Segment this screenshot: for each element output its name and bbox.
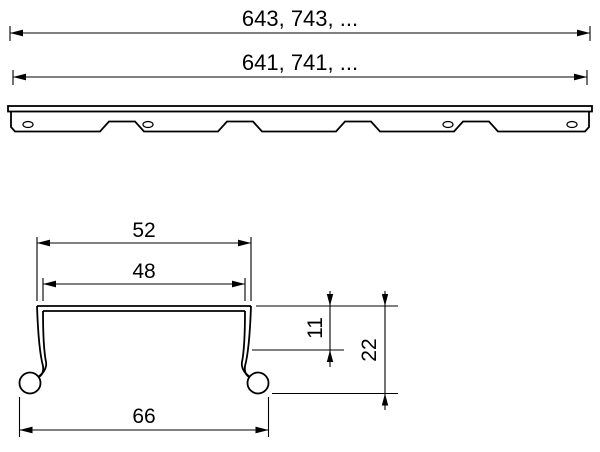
profile-left-foot-curl (18, 371, 42, 395)
arrowhead-right (255, 426, 269, 434)
section-view (18, 305, 270, 395)
arrowhead-left (13, 73, 26, 81)
dimension-inner-width-label: 48 (132, 260, 155, 283)
arrowhead-left (19, 426, 33, 434)
arrowhead-down (381, 294, 389, 306)
dimension-foot-width-label: 66 (132, 405, 155, 428)
dimension-overall-length: 643, 743, ... (9, 6, 591, 41)
arrowhead-left (10, 29, 23, 37)
profile-left-wall-inner (37, 310, 48, 378)
arrowhead-down (326, 294, 334, 306)
side-view-cover-plate (7, 105, 593, 113)
dimension-foot-width: 66 (18, 397, 270, 437)
dimension-flange-height: 11 (252, 291, 398, 367)
side-view (7, 105, 593, 133)
dimension-overall-length-label: 643, 743, ... (242, 6, 358, 31)
oval-slot (142, 120, 154, 129)
profile-right-foot-curl (246, 371, 270, 395)
dimension-total-height-label: 22 (358, 338, 381, 361)
oval-slot (566, 120, 578, 129)
side-view-support-rail (10, 111, 590, 133)
dimension-body-length-label: 641, 741, ... (242, 50, 358, 75)
dimension-outer-width-label: 52 (132, 219, 155, 242)
dimension-outer-width: 52 (36, 219, 252, 301)
dimension-body-length: 641, 741, ... (12, 50, 588, 85)
arrowhead-right (577, 29, 590, 37)
arrowhead-up (381, 393, 389, 406)
arrowhead-up (326, 350, 334, 362)
profile-right-wall-inner (240, 310, 251, 378)
oval-slot (22, 120, 34, 129)
dimension-flange-height-label: 11 (304, 317, 327, 339)
arrowhead-right (238, 239, 251, 247)
dimension-inner-width: 48 (42, 260, 246, 301)
dimension-total-height: 22 (272, 291, 398, 410)
arrowhead-right (574, 73, 587, 81)
oval-slot (442, 120, 454, 129)
arrowhead-left (37, 239, 50, 247)
arrowhead-right (232, 280, 245, 288)
arrowhead-left (43, 280, 56, 288)
